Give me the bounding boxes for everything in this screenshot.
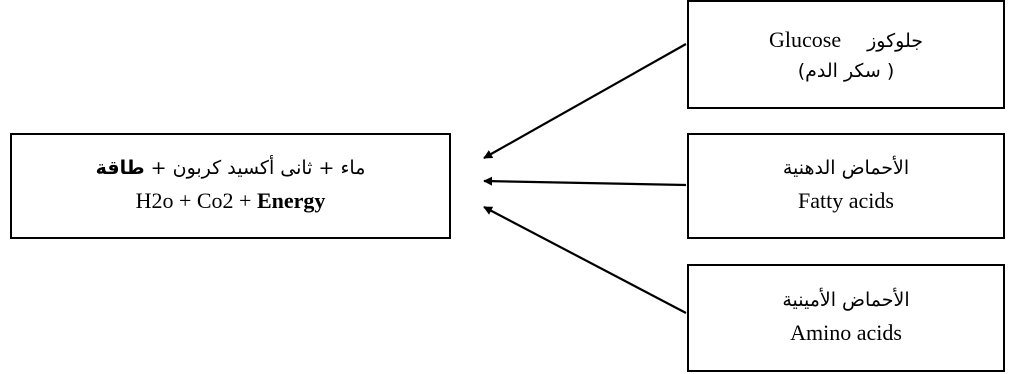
fatty-acids-box: الأحماض الدهنية Fatty acids (687, 133, 1005, 239)
arrow-fatty-to-result (483, 176, 687, 187)
energy-arabic-bold: طاقة (95, 157, 145, 180)
fatty-acids-english: Fatty acids (798, 187, 894, 213)
energy-english-bold: Energy (256, 187, 326, 213)
glucose-box: Glucose جلوكوز ( سكر الدم) (687, 0, 1005, 109)
glucose-arabic: جلوكوز (867, 29, 923, 52)
arrow-amino-to-result (483, 206, 687, 314)
glucose-english: Glucose (769, 26, 842, 52)
glucose-title-line: Glucose جلوكوز (769, 23, 923, 57)
result-box: ماء + ثانى أكسيد كربون + طاقة H2o + Co2 … (10, 133, 451, 239)
arrow-glucose-to-result (483, 43, 687, 159)
fatty-acids-arabic: الأحماض الدهنية (782, 157, 910, 180)
amino-acids-box: الأحماض الأمينية Amino acids (687, 264, 1005, 372)
result-line-arabic: ماء + ثانى أكسيد كربون + طاقة (96, 154, 366, 183)
amino-acids-english: Amino acids (790, 319, 902, 345)
result-arabic-text: ماء + ثانى أكسيد كربون + (144, 157, 366, 180)
result-line-english: H2o + Co2 + Energy (136, 184, 326, 218)
amino-acids-arabic: الأحماض الأمينية (782, 289, 910, 312)
result-english-text: H2o + Co2 + (135, 187, 257, 213)
glucose-note: ( سكر الدم) (797, 59, 895, 82)
